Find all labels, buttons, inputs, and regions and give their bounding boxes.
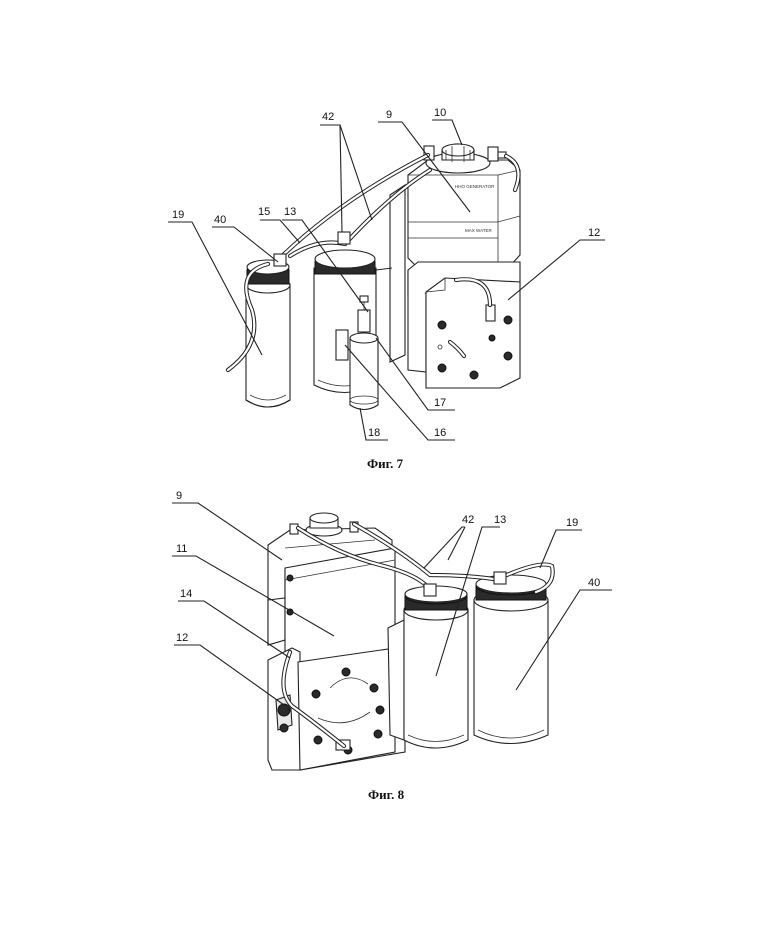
panel-text-generator: HHO GENERATOR [455, 184, 495, 189]
label-12: 12 [588, 227, 600, 239]
label-9: 9 [386, 109, 392, 121]
figure-7: HHO GENERATOR MAX WATER [168, 107, 605, 471]
label-40-fig8: 40 [588, 577, 600, 589]
caption-fig8: Фиг. 8 [368, 787, 405, 802]
generator-cap [426, 144, 490, 173]
label-11-fig8: 11 [176, 543, 187, 555]
label-18: 18 [368, 427, 380, 439]
label-9-fig8: 9 [176, 490, 182, 502]
labels-fig7: 42 9 10 19 40 15 13 12 17 16 18 [172, 107, 600, 439]
label-19-fig8: 19 [566, 517, 578, 529]
figure-8: 9 42 13 19 11 40 14 12 Фиг. 8 [172, 490, 612, 802]
label-13-fig8: 13 [494, 514, 506, 526]
label-15: 15 [258, 206, 270, 218]
hho-generator-block: HHO GENERATOR MAX WATER [408, 160, 520, 268]
label-16: 16 [434, 427, 446, 439]
caption-fig7: Фиг. 7 [367, 456, 404, 471]
label-40: 40 [214, 214, 226, 226]
panel-text-water: MAX WATER [465, 228, 492, 233]
rear-plate [390, 185, 405, 362]
bottle-40-fig8 [474, 575, 548, 744]
label-17: 17 [434, 397, 446, 409]
label-19: 19 [172, 209, 184, 221]
label-42: 42 [322, 111, 334, 123]
label-12-fig8: 12 [176, 632, 188, 644]
label-10: 10 [434, 107, 446, 119]
label-42-fig8: 42 [462, 514, 474, 526]
pump-plate-12 [298, 648, 395, 770]
leaders-fig7 [168, 120, 605, 440]
label-14-fig8: 14 [180, 588, 192, 600]
label-13: 13 [284, 206, 296, 218]
